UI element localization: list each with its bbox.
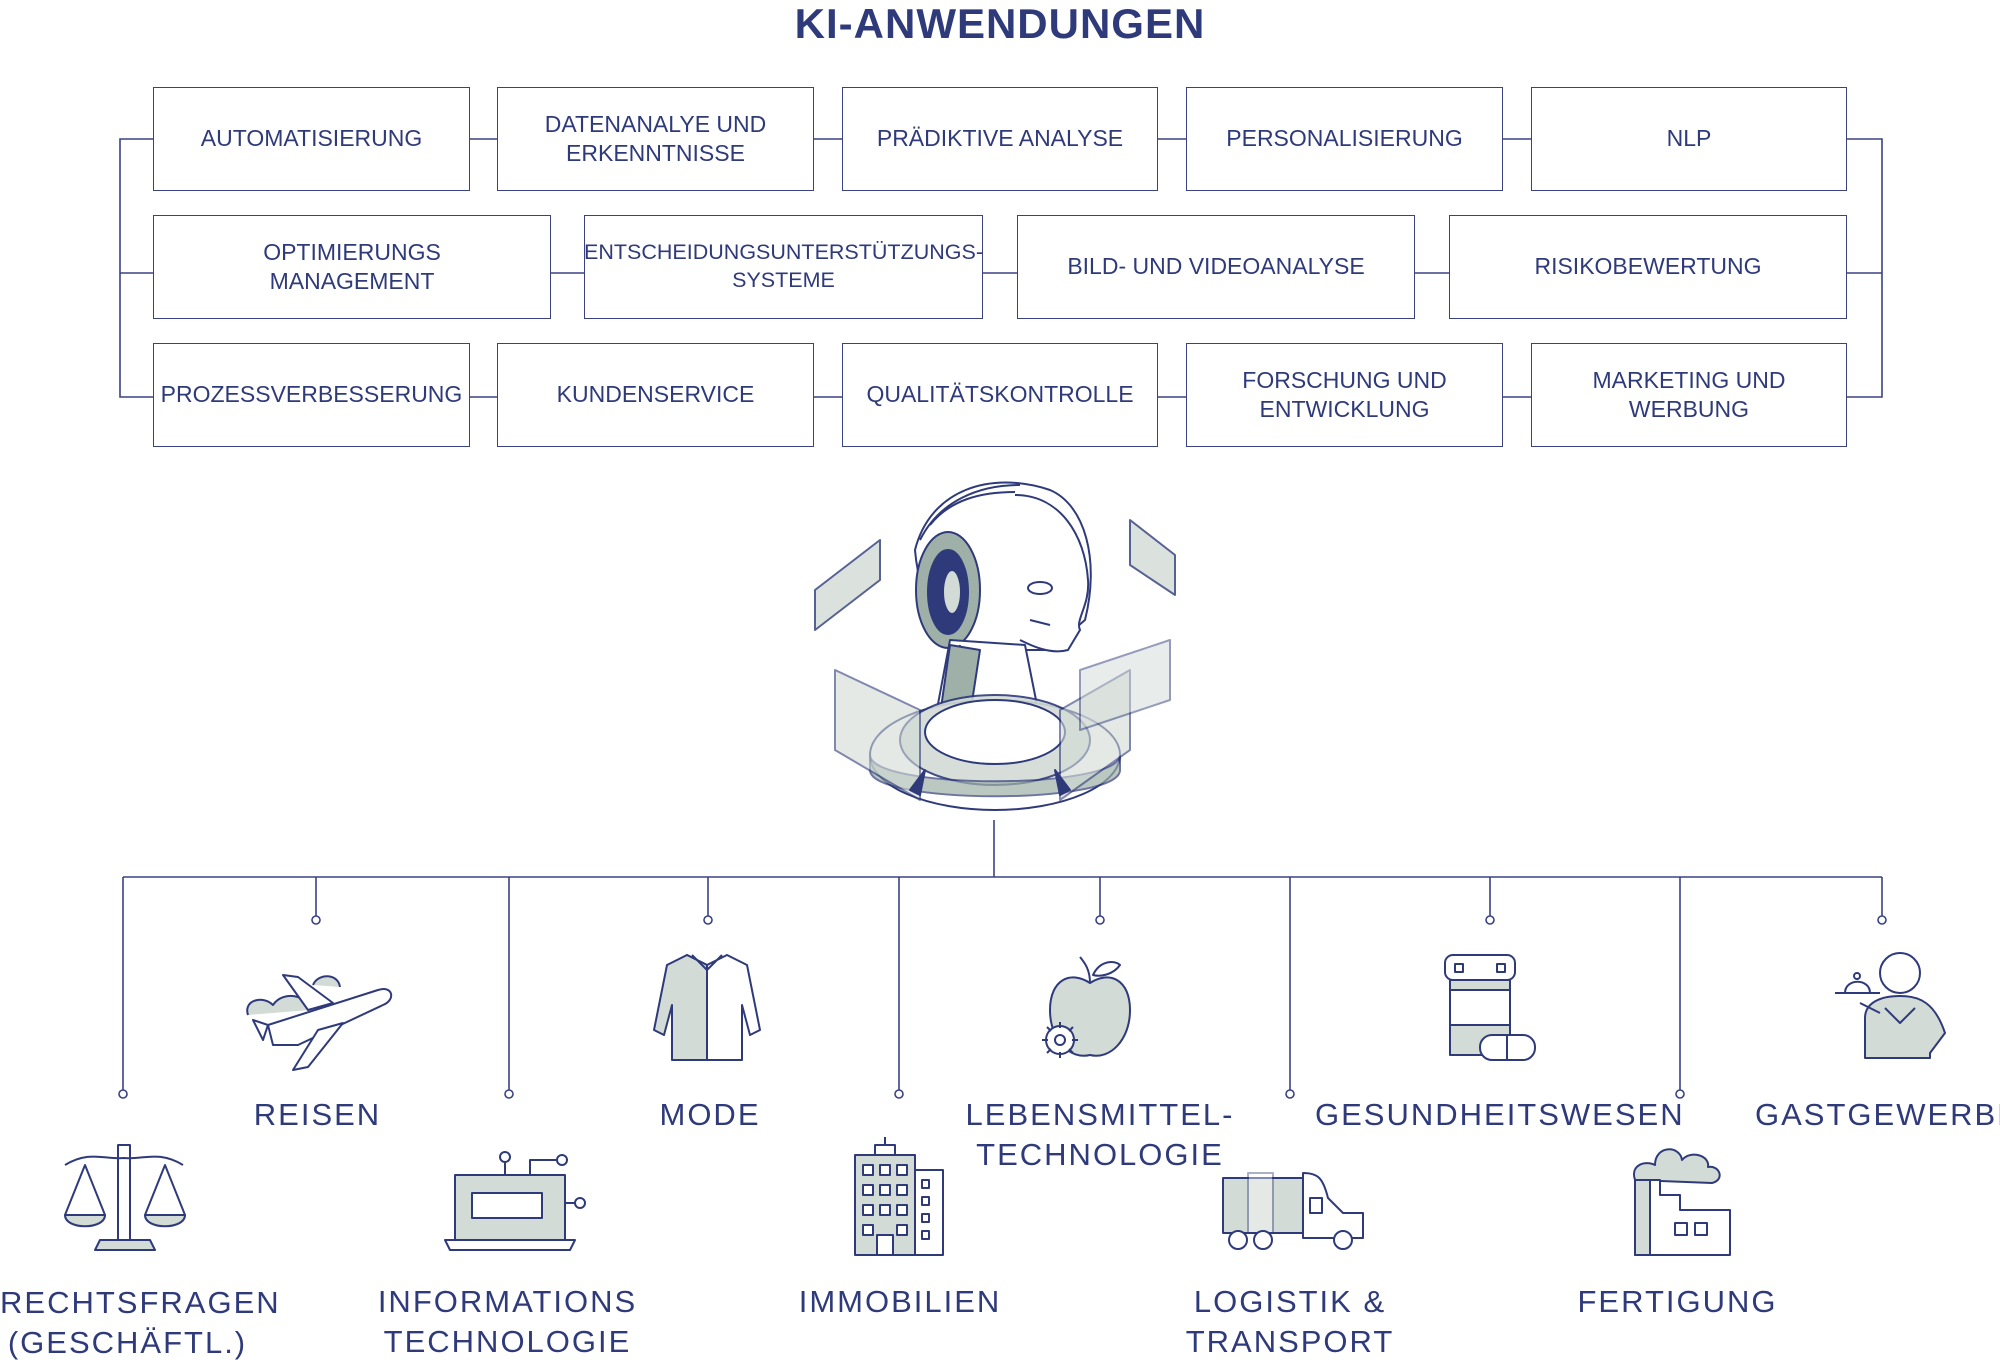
apple-gear-icon <box>1042 956 1131 1058</box>
app-box-label: QUALITÄTSKONTROLLE <box>866 381 1134 408</box>
waiter-icon <box>1835 952 1946 1059</box>
industry-label-fertigung: FERTIGUNG <box>1577 1284 1778 1319</box>
industry-label-rechtsfragen: RECHTSFRAGEN (GESCHÄFTL.) <box>0 1285 281 1361</box>
app-box-automatisierung: AUTOMATISIERUNG <box>153 87 470 191</box>
app-box-label: MARKETING UND WERBUNG <box>1592 366 1786 422</box>
app-box-label: OPTIMIERUNGS MANAGEMENT <box>263 238 441 294</box>
app-box-nlp: NLP <box>1531 87 1847 191</box>
app-box-label: PERSONALISIERUNG <box>1226 125 1463 152</box>
shirt-icon <box>653 954 761 1061</box>
app-box-kundenservice: KUNDENSERVICE <box>497 343 814 447</box>
pill-bottle-icon <box>1444 954 1536 1061</box>
app-box-optimierungsmanagement: OPTIMIERUNGS MANAGEMENT <box>153 215 551 319</box>
app-box-personalisierung: PERSONALISIERUNG <box>1186 87 1503 191</box>
factory-icon <box>1633 1148 1731 1256</box>
airplane-icon <box>246 974 393 1071</box>
industry-label-lebensmitteltechnologie: LEBENSMITTEL- TECHNOLOGIE <box>965 1097 1235 1173</box>
app-box-label: RISIKOBEWERTUNG <box>1534 253 1762 280</box>
industry-label-immobilien: IMMOBILIEN <box>798 1284 1002 1319</box>
industry-label-mode: MODE <box>659 1097 761 1132</box>
app-box-label: BILD- UND VIDEOANALYSE <box>1067 253 1365 280</box>
app-box-label: NLP <box>1666 125 1712 152</box>
truck-icon <box>1222 1172 1364 1250</box>
page-title: KI-ANWENDUNGEN <box>794 0 1206 47</box>
app-box-praediktive-analyse: PRÄDIKTIVE ANALYSE <box>842 87 1158 191</box>
app-box-risikobewertung: RISIKOBEWERTUNG <box>1449 215 1847 319</box>
scales-icon <box>64 1144 186 1251</box>
app-box-marketing-werbung: MARKETING UND WERBUNG <box>1531 343 1847 447</box>
app-box-label: PROZESSVERBESSERUNG <box>160 381 463 408</box>
industry-label-gesundheitswesen: GESUNDHEITSWESEN <box>1315 1097 1685 1132</box>
app-box-label: AUTOMATISIERUNG <box>200 125 423 152</box>
app-box-label: KUNDENSERVICE <box>556 381 755 408</box>
industry-label-informationstechnologie: INFORMATIONS TECHNOLOGIE <box>377 1284 638 1360</box>
app-box-forschung-entwicklung: FORSCHUNG UND ENTWICKLUNG <box>1186 343 1503 447</box>
industry-label-reisen: REISEN <box>253 1097 382 1132</box>
app-box-label: FORSCHUNG UND ENTWICKLUNG <box>1242 366 1447 422</box>
app-box-qualitaetskontrolle: QUALITÄTSKONTROLLE <box>842 343 1158 447</box>
app-box-bild-videoanalyse: BILD- UND VIDEOANALYSE <box>1017 215 1415 319</box>
laptop-icon <box>444 1151 586 1251</box>
app-box-datenanalyse: DATENANALYE UND ERKENNTNISSE <box>497 87 814 191</box>
app-box-label: DATENANALYE UND ERKENNTNISSE <box>544 110 767 166</box>
app-box-entscheidungsunterstuetzung: ENTSCHEIDUNGSUNTERSTÜTZUNGS- SYSTEME <box>584 215 983 319</box>
industry-label-gastgewerbe: GASTGEWERBE <box>1755 1097 2000 1132</box>
app-box-label: ENTSCHEIDUNGSUNTERSTÜTZUNGS- SYSTEME <box>584 240 983 292</box>
building-icon <box>854 1137 944 1256</box>
ai-robot-head-icon <box>814 481 1176 811</box>
app-box-prozessverbesserung: PROZESSVERBESSERUNG <box>153 343 470 447</box>
industry-label-logistik: LOGISTIK & TRANSPORT <box>1185 1284 1395 1360</box>
app-box-label: PRÄDIKTIVE ANALYSE <box>876 125 1124 152</box>
